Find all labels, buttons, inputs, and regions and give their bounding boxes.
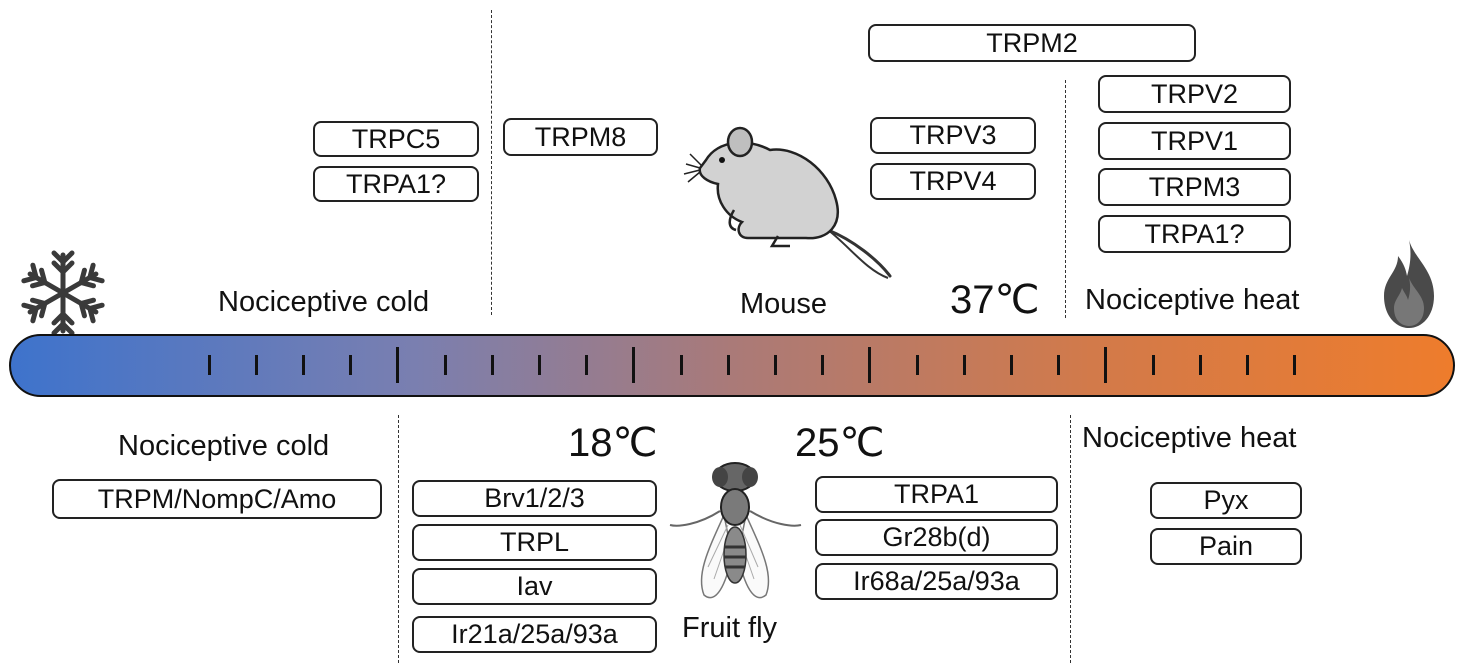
flame-icon (1384, 240, 1434, 328)
minor-tick (773, 355, 777, 375)
mouse-heat-channel: TRPM3 (1098, 168, 1291, 206)
minor-tick (962, 355, 966, 375)
fly-heat-label: Nociceptive heat (1082, 422, 1297, 454)
mouse-warm-top-channel: TRPM2 (868, 24, 1196, 62)
minor-tick (443, 355, 447, 375)
fly-cool-channel: Ir21a/25a/93a (412, 616, 657, 653)
divider-fly-heat (1070, 415, 1071, 663)
minor-tick (1057, 355, 1061, 375)
major-tick (632, 347, 636, 383)
mouse-warm-channel: TRPV3 (870, 117, 1036, 154)
minor-tick (537, 355, 541, 375)
fly-heat-channel: Pain (1150, 528, 1302, 565)
minor-tick (1293, 355, 1297, 375)
fly-cool-channel: Iav (412, 568, 657, 605)
fly-temp-high-label: 25℃ (795, 421, 885, 465)
minor-tick (301, 355, 305, 375)
minor-tick (679, 355, 683, 375)
fly-warm-channel: Gr28b(d) (815, 519, 1058, 556)
fly-cool-channel: TRPL (412, 524, 657, 561)
major-tick (868, 347, 872, 383)
minor-tick (254, 355, 258, 375)
minor-tick (490, 355, 494, 375)
mouse-heat-channel: TRPV1 (1098, 122, 1291, 160)
fly-cold-label: Nociceptive cold (118, 430, 330, 462)
minor-tick (821, 355, 825, 375)
divider-fly-cold (398, 415, 399, 663)
fly-cool-channel: Brv1/2/3 (412, 480, 657, 517)
mouse-warm-channel: TRPV4 (870, 163, 1036, 200)
minor-tick (726, 355, 730, 375)
divider-mouse-cold (491, 10, 492, 315)
fly-cold-channel: TRPM/NompC/Amo (52, 479, 382, 519)
minor-tick (1009, 355, 1013, 375)
mouse-heat-label: Nociceptive heat (1085, 284, 1300, 316)
mouse-temp-label: 37℃ (950, 278, 1040, 322)
major-tick (396, 347, 400, 383)
mouse-cold-channel: TRPA1? (313, 166, 479, 202)
mouse-heat-channel: TRPA1? (1098, 215, 1291, 253)
minor-tick (585, 355, 589, 375)
temperature-bar (9, 334, 1455, 397)
fruit-fly-icon (669, 462, 802, 599)
fly-heat-channel: Pyx (1150, 482, 1302, 519)
mouse-icon (683, 126, 892, 279)
fly-warm-channel: Ir68a/25a/93a (815, 563, 1058, 600)
minor-tick (915, 355, 919, 375)
mouse-cold-channel: TRPC5 (313, 121, 479, 157)
mouse-cool-channel: TRPM8 (503, 118, 658, 156)
fly-temp-low-label: 18℃ (568, 421, 658, 465)
fly-animal-label: Fruit fly (682, 612, 778, 644)
fly-warm-channel: TRPA1 (815, 476, 1058, 513)
mouse-cold-label: Nociceptive cold (218, 286, 430, 318)
minor-tick (349, 355, 353, 375)
minor-tick (1245, 355, 1249, 375)
mouse-animal-label: Mouse (740, 288, 828, 320)
snowflake-icon (18, 250, 108, 338)
minor-tick (1151, 355, 1155, 375)
minor-tick (207, 355, 211, 375)
minor-tick (1198, 355, 1202, 375)
major-tick (1104, 347, 1108, 383)
mouse-heat-channel: TRPV2 (1098, 75, 1291, 113)
divider-mouse-heat (1065, 80, 1066, 318)
